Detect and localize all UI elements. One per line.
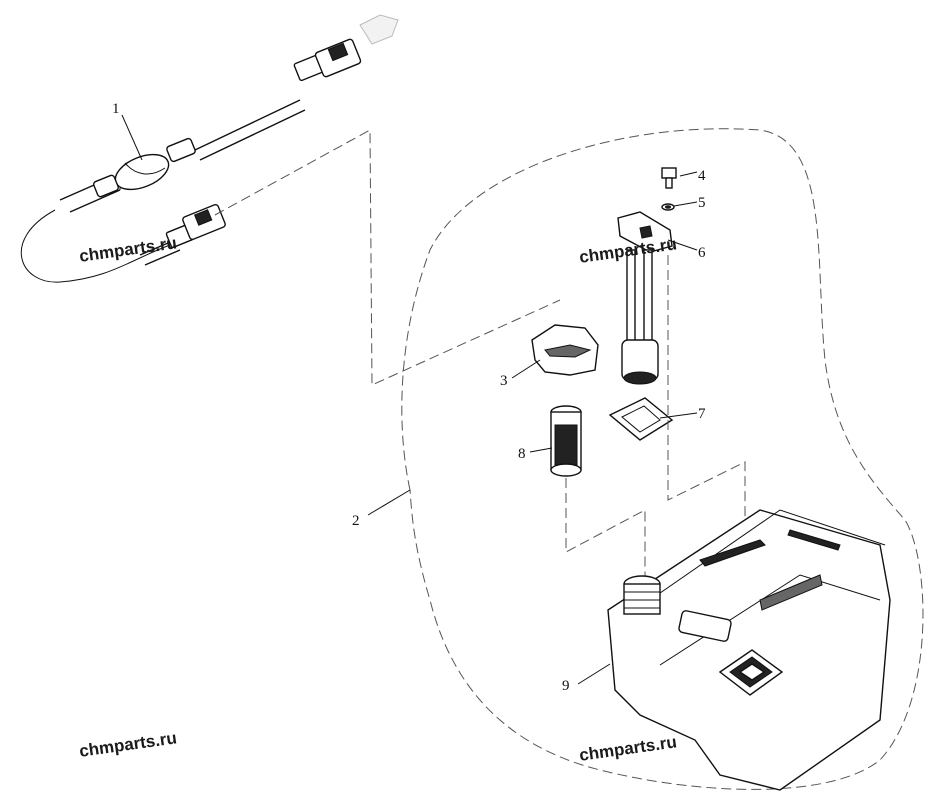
filter-to-tank-dashed-path: [565, 478, 646, 580]
sender-gasket: [608, 397, 674, 441]
fuel-filter: [550, 405, 582, 477]
callout-9: 9: [562, 678, 570, 694]
leader-lines: [121, 114, 698, 685]
washer: [661, 203, 675, 211]
fuel-line-hose-assembly: [20, 14, 399, 283]
callout-7: 7: [698, 406, 706, 422]
bolt: [661, 167, 677, 189]
fuel-tank: [607, 509, 891, 791]
tank-cap: [531, 324, 599, 376]
callout-3: 3: [500, 373, 508, 389]
callout-4: 4: [698, 168, 706, 184]
callout-6: 6: [698, 245, 706, 261]
fuel-gauge-sender: [617, 211, 673, 385]
callout-8: 8: [518, 446, 526, 462]
callout-2: 2: [352, 513, 360, 529]
callout-5: 5: [698, 195, 706, 211]
fuel-line-to-tank-dashed-path: [214, 129, 561, 386]
callout-1: 1: [112, 101, 120, 117]
